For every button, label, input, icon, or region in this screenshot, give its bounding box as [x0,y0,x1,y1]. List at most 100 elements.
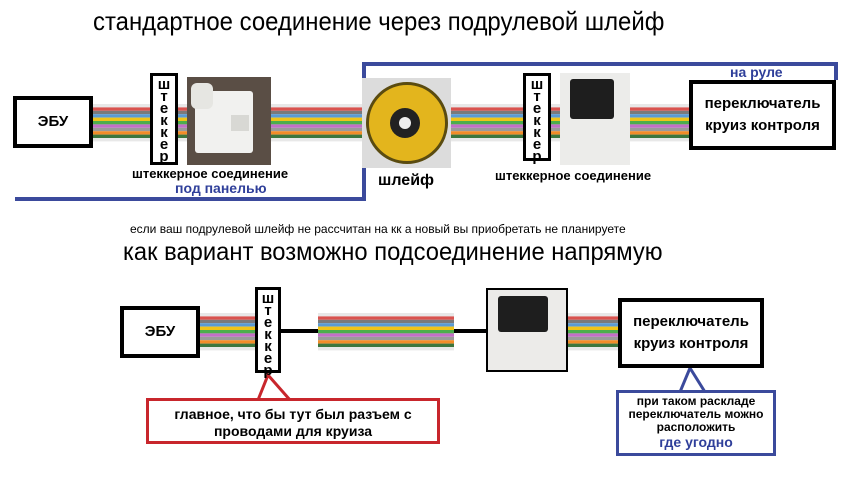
ribbon-top-d-wire [451,114,523,118]
ribbon-bot-c-wire [568,347,618,351]
ribbon-bot-b-wire [318,343,454,347]
plug-letter: е [263,350,273,367]
ribbon-top-b-wire [178,114,188,118]
ribbon-bot-c-wire [568,313,618,317]
ribbon-bot-a-wire [200,336,255,341]
ribbon-top-b-wire [178,124,188,128]
plug-letter: е [159,136,169,153]
plug-letter: т [264,302,272,319]
ribbon-top-b-wire [178,134,188,138]
ribbon-top-b-wire [178,121,188,125]
ribbon-bot-a-wire [200,340,255,344]
ribbon-top-a-wire [93,114,150,118]
ribbon-top-f-wire [630,121,689,125]
callout-blue-line2: переключатель можно [628,407,764,421]
ribbon-bot-c-wire [568,340,618,344]
ribbon-top-b-wire [178,117,188,121]
ribbon-top-c-wire [271,124,362,128]
ribbon-top-e-wire [551,110,561,115]
cruise-switch-box-top: переключатель круиз контроля [689,80,836,150]
plug-letter: ш [157,76,171,93]
ribbon-top-e-wire [551,134,561,138]
ribbon-top-a-wire [93,131,150,135]
ribbon-top-d-wire [451,121,523,125]
plug-letter: к [160,124,168,141]
connector-label-1: штеккерное соединение [132,166,289,181]
plug-letter: т [533,88,541,105]
ribbon-top-f-wire [630,127,689,132]
plug-letter: е [263,314,273,331]
ribbon-top-b-wire [178,110,188,115]
ribbon-top-e-wire [551,107,561,111]
ribbon-top-e-wire [551,131,561,135]
ribbon-bot-b-wire [318,319,454,324]
ribbon-top-c-wire [271,127,362,132]
ribbon-top-e-wire [551,117,561,121]
ribbon-top-f-wire [630,104,689,108]
ribbon-top-e-wire [551,121,561,125]
ribbon-top-a-wire [93,138,150,142]
ribbon-top-e-wire [551,114,561,118]
switch-top-line2: круиз контроля [705,117,820,134]
ribbon-bot-b-wire [318,330,454,334]
ribbon-top-d-wire [451,124,523,128]
ribbon-bot-b-wire [318,323,454,327]
ribbon-top-a-wire [93,134,150,138]
ribbon-top-c-wire [271,110,362,115]
middle-title: как вариант возможно подсоединение напря… [123,238,663,266]
ribbon-bot-c-wire [568,330,618,334]
ribbon-top-d-wire [451,138,523,142]
callout-red-line1: главное, что бы тут был разъем с [174,406,412,422]
ribbon-bot-b-wire [318,313,454,317]
plug-letter: р [532,148,542,165]
plug-letter: к [264,326,272,343]
ecu-label-bottom: ЭБУ [144,323,176,340]
plug-letter: к [533,124,541,141]
ribbon-top-d-wire [451,104,523,108]
ribbon-top-d-wire [451,127,523,132]
ribbon-top-d-wire [451,110,523,115]
callout-red-line2: проводами для круиза [213,423,373,439]
ribbon-bot-a-wire [200,316,255,320]
ribbon-top-a-wire [93,110,150,115]
ribbon-bot-b-wire [318,336,454,341]
switch-top-line1: переключатель [704,95,821,112]
ribbon-top-a-wire [93,124,150,128]
ribbon-bot-b-wire [318,347,454,351]
ribbon-top-f-wire [630,134,689,138]
ribbon-bot-a-wire [200,343,255,347]
ribbon-top-c-wire [271,121,362,125]
ribbon-top-b-wire [178,131,188,135]
callout-blue: при таком раскладе переключатель можно р… [616,390,776,456]
ribbon-bot-a-wire [200,313,255,317]
connector-photo-2 [560,73,630,165]
ribbon-bot-a-wire [200,326,255,330]
ribbon-bot-a-wire [200,330,255,334]
ecu-label-top: ЭБУ [37,113,69,130]
ribbon-top-f-wire [630,131,689,135]
ribbon-top-c-wire [271,134,362,138]
blue-pointer [678,364,707,393]
ribbon-top-e-wire [551,124,561,128]
ribbon-top-c-wire [271,117,362,121]
plug-letter: к [160,112,168,129]
ribbon-top-d-wire [451,134,523,138]
plug-letter: е [159,100,169,117]
ribbon-bot-c-wire [568,323,618,327]
plug-letter: ш [530,76,544,93]
ribbon-top-a-wire [93,121,150,125]
on-wheel-label: на руле [730,64,783,80]
callout-blue-line4: где угодно [659,434,733,450]
connector-photo-1 [187,77,271,165]
ribbon-bot-c-wire [568,336,618,341]
ribbon-top-a-wire [93,107,150,111]
cruise-switch-box-bottom: переключатель круиз контроля [618,298,764,368]
ribbon-top-d-wire [451,117,523,121]
ribbon-bot-a-wire [200,323,255,327]
ribbon-top-a-wire [93,104,150,108]
ribbon-top-c-wire [271,104,362,108]
